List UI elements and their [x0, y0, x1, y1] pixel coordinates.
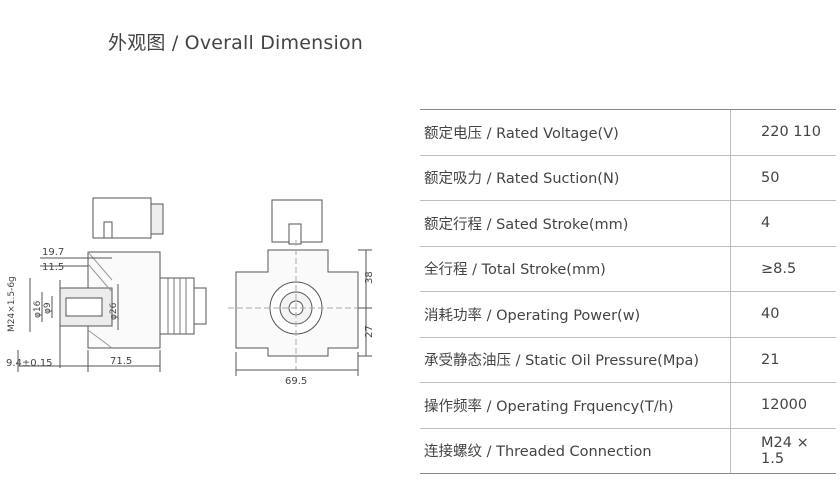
dim-11-5: 11.5 — [42, 262, 64, 273]
dim-69-5: 69.5 — [285, 376, 307, 387]
spec-label: 连接螺纹 / Threaded Connection — [420, 428, 731, 474]
side-coil-nut — [159, 277, 195, 335]
spec-value: 50 — [730, 155, 836, 201]
dim-phi16: φ16 — [33, 300, 43, 318]
dim-71-5: 71.5 — [110, 356, 132, 367]
spec-label: 全行程 / Total Stroke(mm) — [420, 246, 731, 292]
dim-phi9: φ9 — [43, 302, 53, 314]
spec-value: 220 110 — [730, 109, 836, 156]
spec-row: 消耗功率 / Operating Power(w)40 — [420, 291, 836, 338]
spec-value: 21 — [730, 337, 836, 383]
spec-value: ≥8.5 — [730, 246, 836, 292]
spec-row: 操作频率 / Operating Frquency(T/h)12000 — [420, 382, 836, 429]
dim-phi26: φ26 — [109, 302, 119, 320]
page-title: 外观图 / Overall Dimension — [108, 32, 364, 54]
spec-value: 12000 — [730, 382, 836, 429]
side-tube-inner — [65, 297, 103, 317]
side-connector — [92, 197, 152, 239]
front-connector-screw — [288, 223, 302, 245]
dimension-drawing: 19.7 11.5 M24×1.5-6g φ16 φ9 φ26 9.4±0.15… — [6, 197, 375, 387]
spec-value: 4 — [730, 200, 836, 247]
spec-label: 额定吸力 / Rated Suction(N) — [420, 155, 731, 201]
spec-value: M24 × 1.5 — [730, 428, 836, 474]
side-end-stub — [193, 287, 207, 325]
spec-label: 操作频率 / Operating Frquency(T/h) — [420, 382, 731, 429]
spec-value: 40 — [730, 291, 836, 338]
spec-row: 额定吸力 / Rated Suction(N)50 — [420, 155, 836, 201]
spec-row: 全行程 / Total Stroke(mm)≥8.5 — [420, 246, 836, 292]
dim-9-4: 9.4±0.15 — [6, 358, 53, 369]
side-knurl — [167, 278, 187, 334]
side-cable-gland — [150, 203, 164, 235]
dim-38: 38 — [364, 271, 375, 284]
side-hatch — [87, 251, 113, 349]
dim-27: 27 — [364, 325, 375, 338]
spec-label: 额定行程 / Sated Stroke(mm) — [420, 200, 731, 247]
dim-thread: M24×1.5-6g — [7, 276, 17, 332]
dim-19-7: 19.7 — [42, 247, 64, 258]
side-connector-screw — [103, 221, 113, 239]
spec-row: 额定电压 / Rated Voltage(V)220 110 — [420, 109, 836, 156]
spec-row: 承受静态油压 / Static Oil Pressure(Mpa)21 — [420, 337, 836, 383]
spec-label: 消耗功率 / Operating Power(w) — [420, 291, 731, 338]
spec-row: 额定行程 / Sated Stroke(mm)4 — [420, 200, 836, 247]
spec-label: 承受静态油压 / Static Oil Pressure(Mpa) — [420, 337, 731, 383]
spec-label: 额定电压 / Rated Voltage(V) — [420, 109, 731, 156]
